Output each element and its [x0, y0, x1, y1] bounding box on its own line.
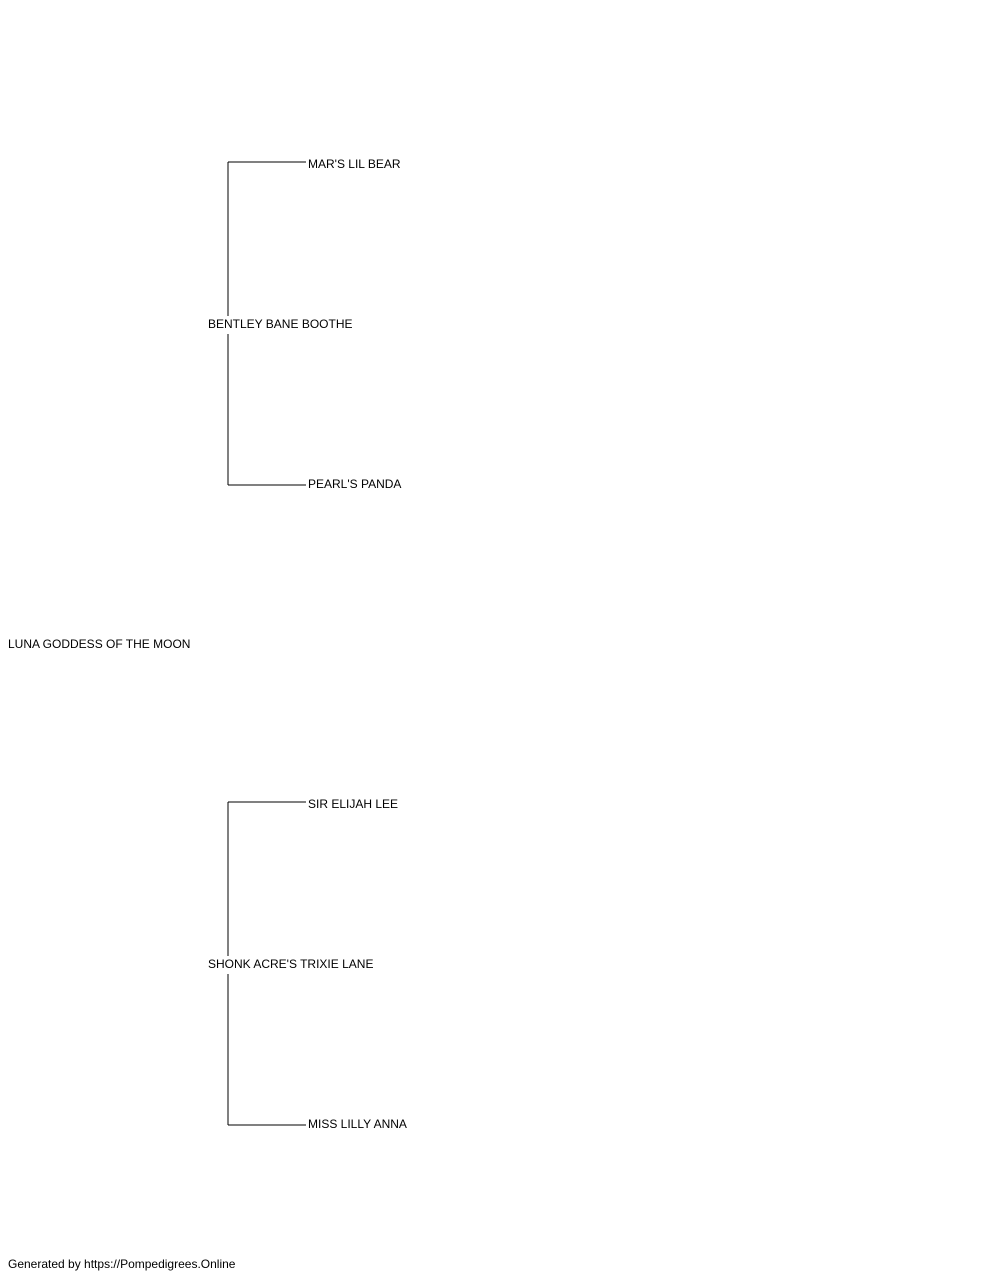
subject-name: LUNA GODDESS OF THE MOON	[8, 637, 191, 651]
generator-credit: Generated by https://Pompedigrees.Online	[8, 1257, 236, 1271]
dam-dam-name: MISS LILLY ANNA	[308, 1117, 407, 1131]
sire-dam-name: PEARL'S PANDA	[308, 477, 402, 491]
sire-sire-name: MAR'S LIL BEAR	[308, 157, 401, 171]
dam-sire-name: SIR ELIJAH LEE	[308, 797, 399, 811]
dam-name: SHONK ACRE'S TRIXIE LANE	[208, 957, 374, 971]
sire-name: BENTLEY BANE BOOTHE	[208, 317, 353, 331]
